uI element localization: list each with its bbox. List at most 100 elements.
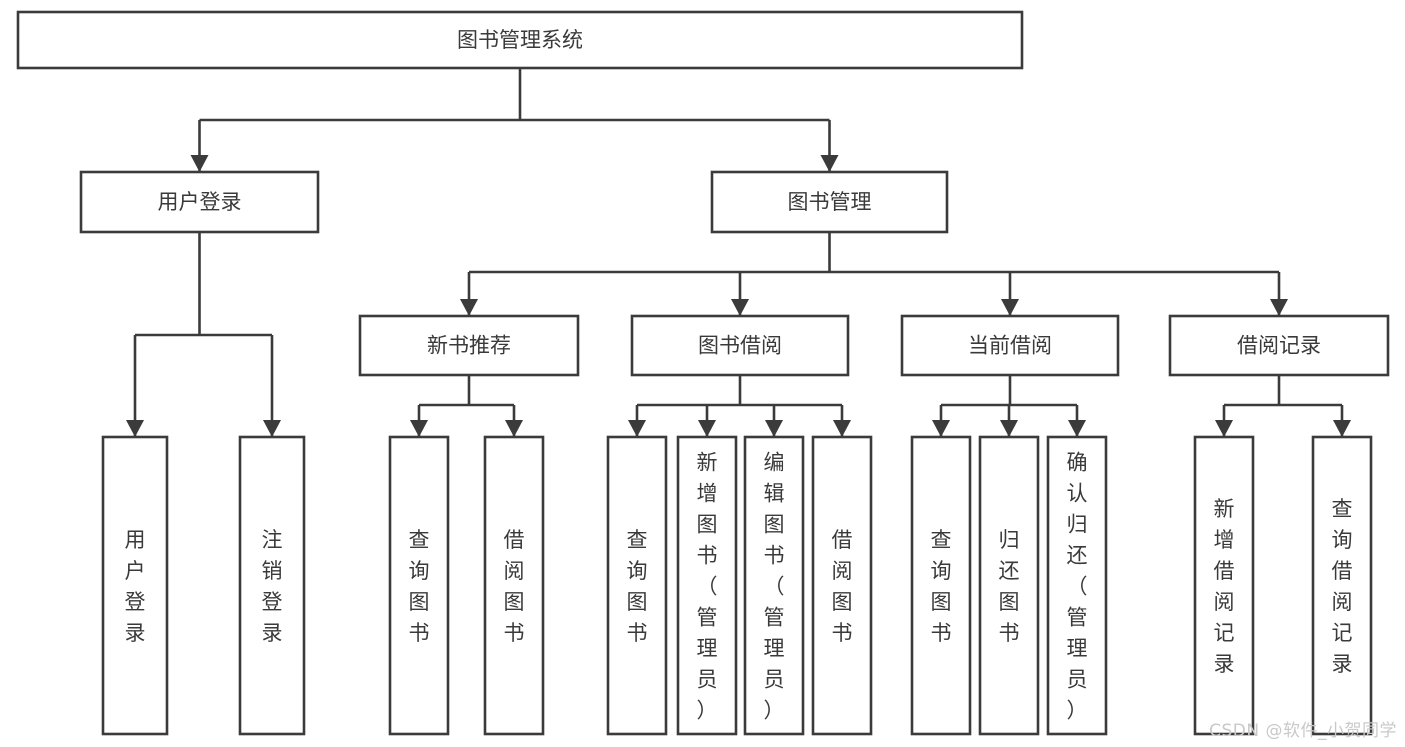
leaf-node-label-glyph: 增 bbox=[697, 482, 718, 506]
leaf-node-label-glyph: 询 bbox=[1332, 528, 1353, 552]
arrow-head-icon bbox=[932, 420, 950, 437]
leaf-node-label-glyph: 登 bbox=[125, 590, 146, 614]
level1-node-box[interactable] bbox=[710, 170, 949, 234]
leaf-node-label-glyph: 图 bbox=[504, 590, 525, 614]
leaf-node-box[interactable] bbox=[978, 435, 1040, 736]
leaf-node-label-glyph: 辑 bbox=[764, 482, 785, 506]
leaf-node-label-glyph: 记 bbox=[1214, 621, 1235, 645]
leaf-node-box[interactable] bbox=[238, 435, 306, 736]
leaf-node-0[interactable]: 用户登录 bbox=[101, 435, 169, 736]
level2-node-box[interactable] bbox=[358, 314, 580, 377]
leaf-node-label-glyph: 销 bbox=[262, 559, 283, 583]
leaf-node-box[interactable] bbox=[388, 435, 450, 736]
leaf-node-label-glyph: 登 bbox=[262, 590, 283, 614]
arrow-head-icon bbox=[628, 420, 646, 437]
arrow-head-icon bbox=[820, 155, 839, 172]
level2-node-label: 新书推荐 bbox=[427, 334, 511, 358]
leaf-node-box[interactable] bbox=[811, 435, 873, 736]
leaf-node-label-glyph: 理 bbox=[764, 637, 785, 661]
leaf-node-box[interactable] bbox=[606, 435, 668, 736]
level1-node-label: 用户登录 bbox=[158, 190, 242, 214]
level1-node-0[interactable]: 用户登录 bbox=[79, 170, 320, 234]
level2-node-2[interactable]: 当前借阅 bbox=[900, 314, 1120, 377]
arrow-head-icon bbox=[126, 420, 144, 437]
leaf-node-box[interactable] bbox=[101, 435, 169, 736]
leaf-node-label-glyph: ） bbox=[764, 699, 785, 723]
leaf-node-label-glyph: 图 bbox=[832, 590, 853, 614]
leaf-node-label-glyph: 还 bbox=[1067, 544, 1088, 568]
arrow-head-icon bbox=[698, 420, 716, 437]
leaf-node-label-glyph: 询 bbox=[409, 559, 430, 583]
leaf-node-label-glyph: 借 bbox=[1332, 559, 1353, 583]
leaf-node-label-glyph: 书 bbox=[931, 621, 952, 645]
leaf-node-label-glyph: 图 bbox=[697, 513, 718, 537]
leaf-node-label-glyph: 归 bbox=[999, 528, 1020, 552]
arrow-head-icon bbox=[765, 420, 783, 437]
leaf-node-box[interactable] bbox=[1046, 435, 1108, 736]
arrow-head-icon bbox=[263, 420, 281, 437]
leaf-node-label-glyph: 借 bbox=[1214, 559, 1235, 583]
arrow-head-icon bbox=[460, 299, 478, 316]
leaf-node-label-glyph: 归 bbox=[1067, 513, 1088, 537]
root-node-label: 图书管理系统 bbox=[457, 28, 583, 52]
leaf-node-label-glyph: 查 bbox=[931, 528, 952, 552]
arrow-head-icon bbox=[505, 420, 523, 437]
leaf-node-box[interactable] bbox=[743, 435, 805, 736]
level1-node-1[interactable]: 图书管理 bbox=[710, 170, 949, 234]
level2-node-box[interactable] bbox=[900, 314, 1120, 377]
leaf-node-box[interactable] bbox=[1193, 435, 1255, 736]
level1-node-box[interactable] bbox=[79, 170, 320, 234]
arrow-head-icon bbox=[410, 420, 428, 437]
leaf-node-label-glyph: 录 bbox=[1214, 652, 1235, 676]
arrow-head-icon bbox=[1068, 420, 1086, 437]
level1-node-label: 图书管理 bbox=[788, 190, 872, 214]
level2-node-box[interactable] bbox=[1168, 314, 1390, 377]
leaf-node-label-glyph: （ bbox=[764, 575, 785, 599]
leaf-node-label-glyph: 编 bbox=[764, 451, 785, 475]
leaf-node-label-glyph: 图 bbox=[627, 590, 648, 614]
level2-node-1[interactable]: 图书借阅 bbox=[630, 314, 850, 377]
arrow-head-icon bbox=[1215, 420, 1233, 437]
leaf-node-label-glyph: 阅 bbox=[504, 559, 525, 583]
leaf-node-label-glyph: 录 bbox=[1332, 652, 1353, 676]
leaf-node-label-glyph: 借 bbox=[504, 528, 525, 552]
leaf-node-box[interactable] bbox=[676, 435, 738, 736]
leaf-node-label-glyph: ） bbox=[1067, 699, 1088, 723]
leaf-node-box[interactable] bbox=[1311, 435, 1373, 736]
leaf-node-box[interactable] bbox=[910, 435, 972, 736]
level2-node-3[interactable]: 借阅记录 bbox=[1168, 314, 1390, 377]
level2-node-box[interactable] bbox=[630, 314, 850, 377]
arrow-head-icon bbox=[1270, 299, 1288, 316]
level2-node-label: 借阅记录 bbox=[1237, 334, 1321, 358]
root-node-0[interactable]: 图书管理系统 bbox=[16, 10, 1024, 70]
leaf-node-label-glyph: 阅 bbox=[832, 559, 853, 583]
leaf-node-label-glyph: （ bbox=[697, 575, 718, 599]
root-node-box[interactable] bbox=[16, 10, 1024, 70]
level2-node-0[interactable]: 新书推荐 bbox=[358, 314, 580, 377]
leaf-node-label-glyph: 记 bbox=[1332, 621, 1353, 645]
leaf-node-label-glyph: 图 bbox=[409, 590, 430, 614]
leaf-node-label-glyph: 书 bbox=[697, 544, 718, 568]
leaf-node-box[interactable] bbox=[483, 435, 545, 736]
leaf-node-label-glyph: 书 bbox=[764, 544, 785, 568]
leaf-node-label-glyph: ） bbox=[697, 699, 718, 723]
leaf-node-label-glyph: 查 bbox=[409, 528, 430, 552]
leaf-node-label-glyph: 书 bbox=[999, 621, 1020, 645]
leaf-node-label-glyph: 员 bbox=[764, 668, 785, 692]
leaf-node-label-glyph: 员 bbox=[697, 668, 718, 692]
leaf-node-label-glyph: 理 bbox=[697, 637, 718, 661]
